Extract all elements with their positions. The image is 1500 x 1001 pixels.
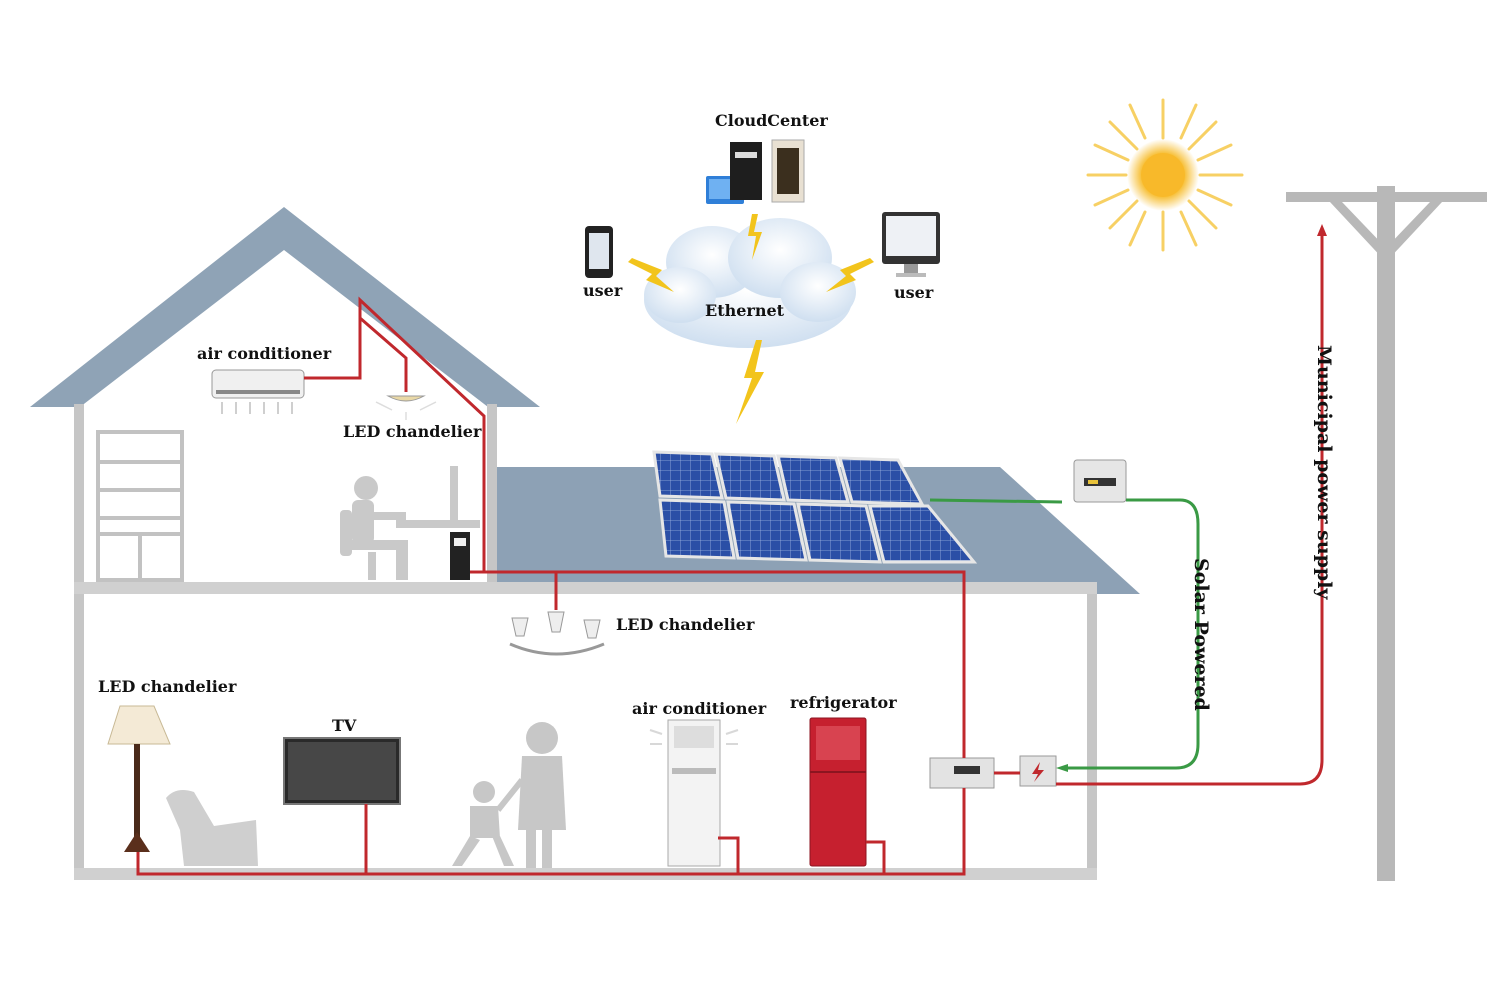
lightning-icon bbox=[628, 214, 874, 424]
bookshelf bbox=[96, 430, 184, 582]
air-conditioner-downstairs-label: air conditioner bbox=[632, 699, 767, 718]
cloud-icon bbox=[644, 218, 856, 348]
led-chandelier-upstairs-label: LED chandelier bbox=[343, 422, 482, 441]
meter-icon bbox=[929, 755, 1057, 789]
solar-panel-icon bbox=[652, 450, 978, 564]
led-chandelier-lamp-label: LED chandelier bbox=[98, 677, 237, 696]
tv-label: TV bbox=[332, 716, 357, 735]
air-conditioner-upstairs-label: air conditioner bbox=[197, 344, 332, 363]
tv-icon bbox=[283, 737, 401, 805]
air-conditioner-upstairs bbox=[211, 369, 305, 414]
user-left-label: user bbox=[583, 281, 623, 300]
inverter-icon bbox=[1073, 459, 1127, 503]
sun-icon bbox=[1086, 98, 1244, 252]
utility-pole-icon bbox=[1286, 186, 1487, 881]
air-conditioner-downstairs bbox=[649, 719, 739, 867]
solar-powered-label: Solar Powered bbox=[1190, 558, 1212, 711]
desk-worker bbox=[340, 466, 480, 580]
solar-wiring bbox=[929, 498, 1200, 772]
cloud-center-label: CloudCenter bbox=[715, 111, 828, 130]
refrigerator-label: refrigerator bbox=[790, 693, 897, 712]
ethernet-label: Ethernet bbox=[705, 301, 785, 320]
family-silhouette bbox=[452, 722, 566, 868]
armchair bbox=[166, 790, 258, 866]
server-icon bbox=[706, 139, 805, 204]
municipal-power-supply-label: Municipal power supply bbox=[1313, 345, 1335, 600]
led-chandelier-upstairs bbox=[375, 364, 437, 420]
floor-lamp bbox=[107, 705, 171, 852]
monitor-icon bbox=[882, 212, 940, 277]
power-wiring bbox=[136, 224, 1327, 876]
refrigerator-icon bbox=[809, 717, 867, 867]
led-chandelier-ceiling bbox=[509, 594, 605, 656]
led-chandelier-ceiling-label: LED chandelier bbox=[616, 615, 755, 634]
user-right-label: user bbox=[894, 283, 934, 302]
phone-icon bbox=[585, 226, 613, 278]
pc-tower bbox=[450, 532, 470, 580]
